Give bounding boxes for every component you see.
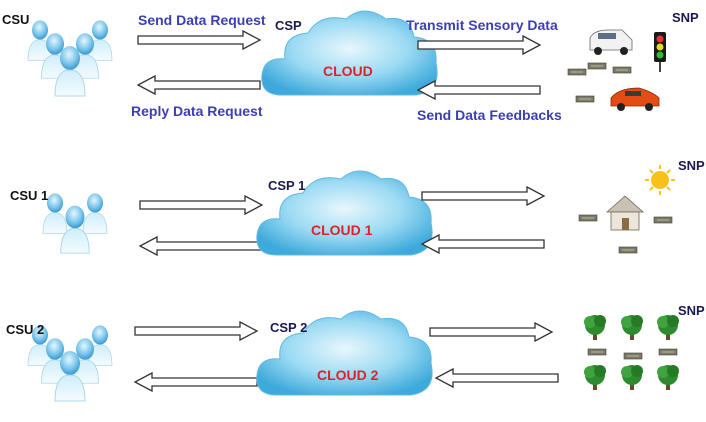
arrow-csp1-to-csu1	[139, 236, 263, 256]
cloud1-label: CLOUD 1	[311, 222, 373, 238]
csu2-label: CSU 2	[6, 322, 45, 337]
cloud-label: CLOUD	[323, 63, 373, 79]
arrow-csp2-to-csu2	[134, 372, 258, 392]
csp2-label: CSP 2	[270, 320, 308, 335]
arrow-send-request	[137, 30, 261, 50]
car-icon	[589, 29, 633, 55]
feedback-label: Send Data Feedbacks	[417, 107, 562, 123]
arrow-feedback	[417, 80, 541, 100]
snp1-label: SNP	[678, 158, 705, 173]
send-request-label: Send Data Request	[138, 12, 266, 28]
cloud2-label: CLOUD 2	[317, 367, 379, 383]
csu-users-icon	[27, 20, 113, 97]
house-icon	[605, 195, 645, 231]
arrow-csu1-to-csp1	[139, 195, 263, 215]
car-icon	[610, 87, 660, 111]
transmit-label: Transmit Sensory Data	[406, 17, 558, 33]
csp1-label: CSP 1	[268, 178, 306, 193]
arrow-reply-request	[137, 75, 261, 95]
csu-label: CSU	[2, 12, 30, 27]
arrow-csu2-to-csp2	[134, 321, 258, 341]
traffic-light-icon	[654, 32, 666, 72]
arrow-cloud2-to-snp	[435, 368, 559, 388]
csu1-label: CSU 1	[10, 188, 49, 203]
reply-request-label: Reply Data Request	[131, 103, 263, 119]
arrow-snp-to-cloud2	[429, 322, 553, 342]
snp2-label: SNP	[678, 303, 705, 318]
csu1-users-icon	[42, 193, 108, 254]
arrow-snp-to-cloud1	[421, 186, 545, 206]
sun-icon	[645, 165, 675, 195]
sensor-icon	[587, 348, 678, 360]
snp-label: SNP	[672, 10, 699, 25]
arrow-transmit	[417, 35, 541, 55]
arrow-cloud1-to-snp	[421, 234, 545, 254]
csp-label: CSP	[275, 18, 302, 33]
